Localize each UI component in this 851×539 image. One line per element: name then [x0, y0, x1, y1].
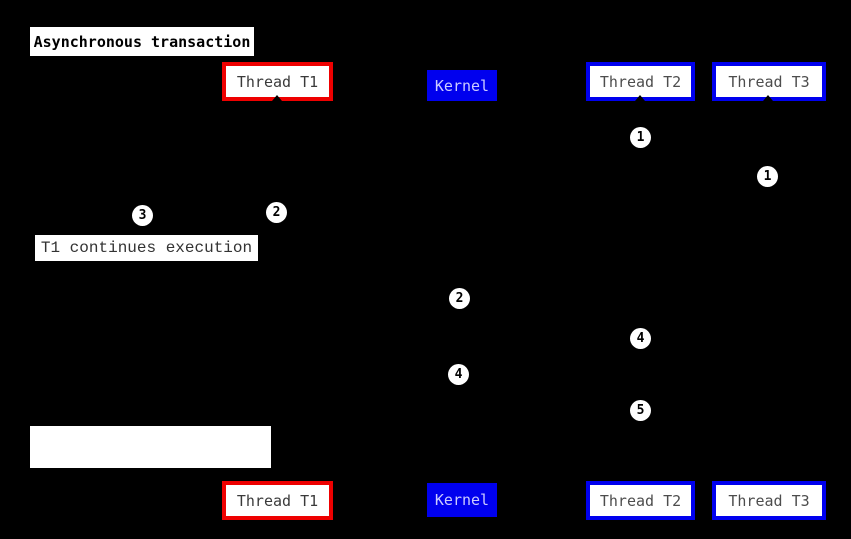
- lifeline-thread-t2: [640, 101, 641, 481]
- step-marker-3: 3: [132, 205, 153, 226]
- lifeline-notch-t2-top: [635, 95, 645, 101]
- step-marker-5-thread-t2: 5: [630, 400, 651, 421]
- note-t1-continues-execution: T1 continues execution: [35, 235, 258, 261]
- actor-box-thread-t2-bottom: Thread T2: [586, 481, 695, 520]
- lifeline-notch-t3-top: [763, 95, 773, 101]
- actor-box-thread-t1-bottom: Thread T1: [222, 481, 333, 520]
- lifeline-thread-t3: [768, 101, 769, 481]
- diagram-title: Asynchronous transaction: [30, 27, 254, 56]
- step-marker-4-kernel: 4: [448, 364, 469, 385]
- lifeline-notch-t1-top: [272, 95, 282, 101]
- actor-box-thread-t3-bottom: Thread T3: [712, 481, 826, 520]
- step-marker-1-thread-t2: 1: [630, 127, 651, 148]
- actor-box-thread-t3-top: Thread T3: [712, 62, 826, 101]
- actor-box-kernel-top: Kernel: [427, 70, 497, 101]
- step-marker-4-thread-t2: 4: [630, 328, 651, 349]
- lifeline-thread-t1: [277, 101, 278, 481]
- note-blank-box: [30, 426, 271, 468]
- step-marker-1-thread-t3: 1: [757, 166, 778, 187]
- step-marker-2-thread-t1: 2: [266, 202, 287, 223]
- actor-box-kernel-bottom: Kernel: [427, 483, 497, 517]
- step-marker-2-kernel: 2: [449, 288, 470, 309]
